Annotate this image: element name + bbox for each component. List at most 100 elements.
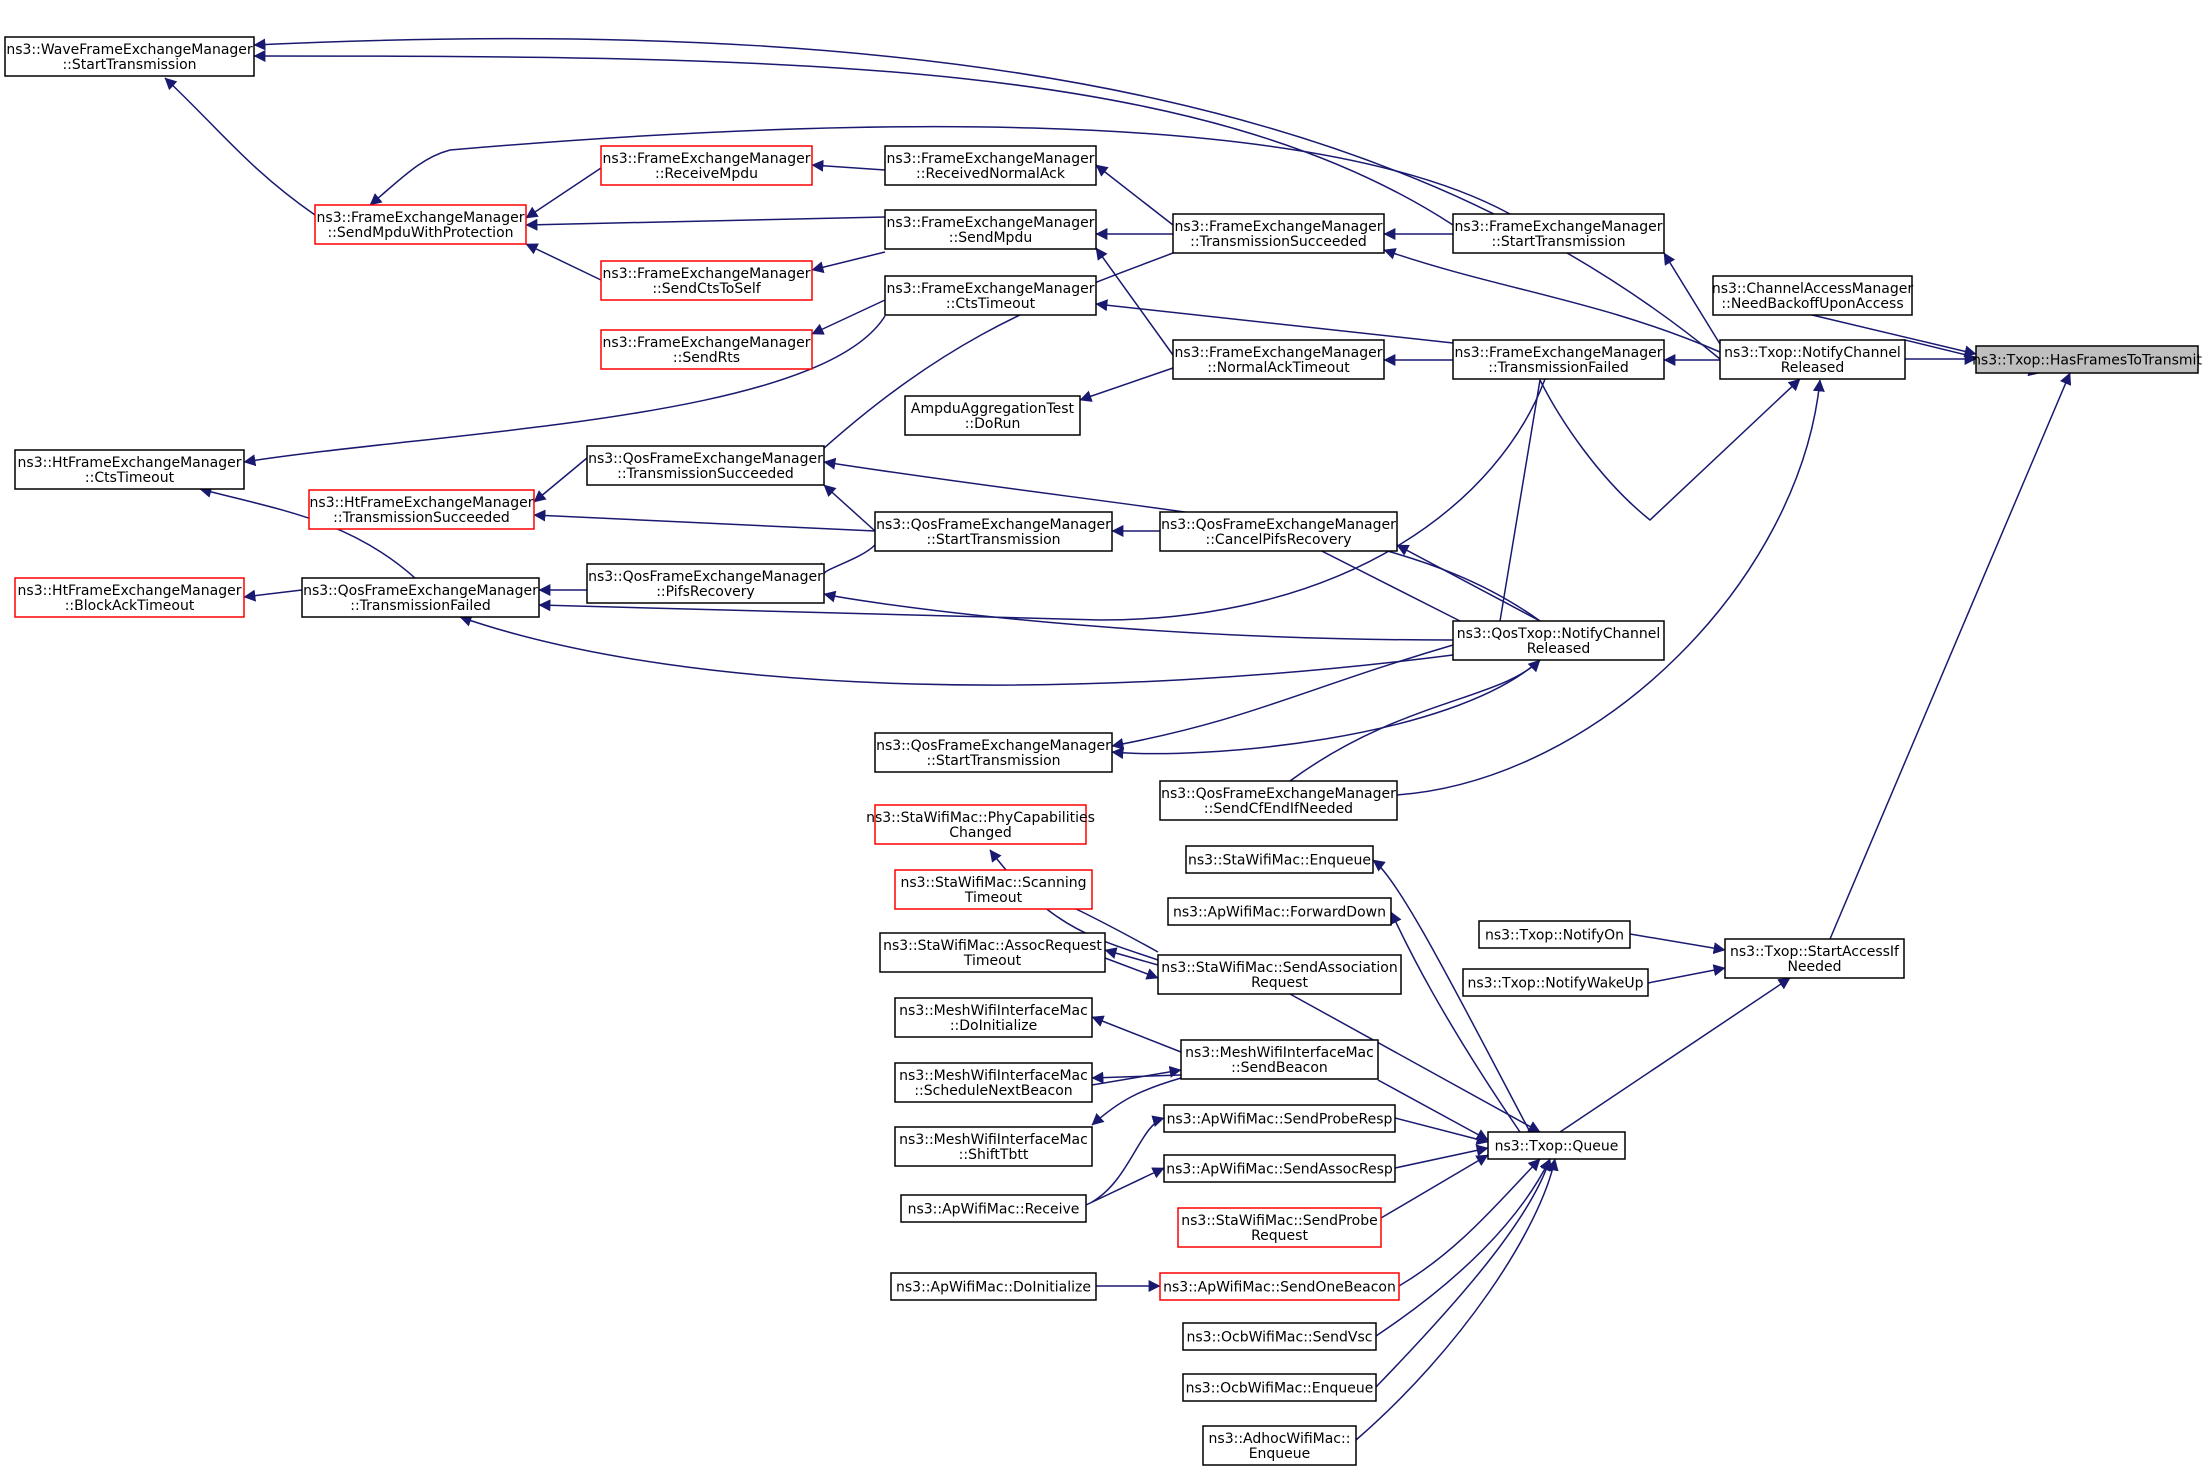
node-fem-ctsto[interactable]: ns3::FrameExchangeManager::CtsTimeout — [884, 275, 1097, 316]
node-qos-tfail[interactable]: ns3::QosFrameExchangeManager::Transmissi… — [301, 577, 540, 618]
node-box[interactable] — [1180, 1039, 1379, 1080]
node-mesh-shift[interactable]: ns3::MeshWifiInterfaceMac::ShiftTbtt — [894, 1126, 1093, 1167]
node-box[interactable] — [1452, 339, 1665, 380]
node-ap-sassoc[interactable]: ns3::ApWifiMac::SendAssocResp — [1163, 1154, 1396, 1183]
node-box[interactable] — [1478, 920, 1631, 949]
node-box[interactable] — [1202, 1425, 1357, 1466]
node-ht-bato[interactable]: ns3::HtFrameExchangeManager::BlockAckTim… — [14, 577, 245, 618]
node-txop-non[interactable]: ns3::Txop::NotifyOn — [1478, 920, 1631, 949]
node-qos-pifs[interactable]: ns3::QosFrameExchangeManager::PifsRecove… — [586, 563, 825, 604]
node-ht-tsucc[interactable]: ns3::HtFrameExchangeManager::Transmissio… — [308, 489, 535, 530]
node-box[interactable] — [884, 209, 1097, 250]
node-fem-scts[interactable]: ns3::FrameExchangeManager::SendCtsToSelf — [600, 260, 813, 301]
node-box[interactable] — [884, 275, 1097, 316]
node-box[interactable] — [900, 1194, 1087, 1223]
node-box[interactable] — [1163, 1104, 1396, 1133]
node-box[interactable] — [14, 449, 245, 490]
node-mesh-sendbeacon[interactable]: ns3::MeshWifiInterfaceMac::SendBeacon — [1180, 1039, 1379, 1080]
node-box[interactable] — [586, 563, 825, 604]
node-box[interactable] — [1487, 1131, 1626, 1160]
node-txop-nwu[interactable]: ns3::Txop::NotifyWakeUp — [1462, 968, 1649, 997]
node-qos-cancel[interactable]: ns3::QosFrameExchangeManager::CancelPifs… — [1159, 511, 1398, 552]
node-ocb-svsc[interactable]: ns3::OcbWifiMac::SendVsc — [1182, 1322, 1377, 1351]
node-ap-sonebeacon[interactable]: ns3::ApWifiMac::SendOneBeacon — [1159, 1272, 1400, 1301]
node-box[interactable] — [1157, 954, 1402, 995]
node-box[interactable] — [904, 395, 1081, 436]
node-box[interactable] — [1719, 339, 1906, 380]
node-qos-tsucc[interactable]: ns3::QosFrameExchangeManager::Transmissi… — [586, 445, 825, 486]
node-ht-ctsto[interactable]: ns3::HtFrameExchangeManager::CtsTimeout — [14, 449, 245, 490]
node-qos-st2[interactable]: ns3::QosFrameExchangeManager::StartTrans… — [874, 732, 1113, 773]
node-qos-st1[interactable]: ns3::QosFrameExchangeManager::StartTrans… — [874, 511, 1113, 552]
node-box[interactable] — [874, 732, 1113, 773]
node-fem-st[interactable]: ns3::FrameExchangeManager::StartTransmis… — [1452, 213, 1665, 254]
node-box[interactable] — [301, 577, 540, 618]
node-box[interactable] — [4, 36, 255, 77]
node-box[interactable] — [1185, 845, 1374, 874]
node-mesh-snb[interactable]: ns3::MeshWifiInterfaceMac::ScheduleNextB… — [894, 1062, 1093, 1103]
node-cam-nbua[interactable]: ns3::ChannelAccessManager::NeedBackoffUp… — [1712, 275, 1914, 316]
node-mesh-doinit[interactable]: ns3::MeshWifiInterfaceMac::DoInitialize — [894, 997, 1093, 1038]
node-box[interactable] — [890, 1272, 1097, 1301]
node-ocb-enqueue[interactable]: ns3::OcbWifiMac::Enqueue — [1182, 1373, 1377, 1402]
node-fem-smpdu[interactable]: ns3::FrameExchangeManager::SendMpdu — [884, 209, 1097, 250]
node-fem-tfail[interactable]: ns3::FrameExchangeManager::TransmissionF… — [1452, 339, 1665, 380]
node-ampdu-dorun[interactable]: AmpduAggregationTest::DoRun — [904, 395, 1081, 436]
node-box[interactable] — [894, 997, 1093, 1038]
node-box[interactable] — [600, 329, 813, 370]
node-sta-enqueue[interactable]: ns3::StaWifiMac::Enqueue — [1185, 845, 1374, 874]
node-box[interactable] — [884, 145, 1097, 186]
node-txop-queue[interactable]: ns3::Txop::Queue — [1487, 1131, 1626, 1160]
node-fem-rnack[interactable]: ns3::FrameExchangeManager::ReceivedNorma… — [884, 145, 1097, 186]
node-box[interactable] — [894, 869, 1093, 910]
node-box[interactable] — [1172, 339, 1385, 380]
node-fem-smpduprot[interactable]: ns3::FrameExchangeManager::SendMpduWithP… — [314, 204, 527, 245]
node-ap-doinit[interactable]: ns3::ApWifiMac::DoInitialize — [890, 1272, 1097, 1301]
node-fem-rmpdu[interactable]: ns3::FrameExchangeManager::ReceiveMpdu — [600, 145, 813, 186]
node-fem-nackto[interactable]: ns3::FrameExchangeManager::NormalAckTime… — [1172, 339, 1385, 380]
node-box[interactable] — [894, 1126, 1093, 1167]
node-wave-st[interactable]: ns3::WaveFrameExchangeManager::StartTran… — [4, 36, 255, 77]
node-qos-scfend[interactable]: ns3::QosFrameExchangeManager::SendCfEndI… — [1159, 780, 1398, 821]
node-box[interactable] — [314, 204, 527, 245]
node-box[interactable] — [308, 489, 535, 530]
node-box[interactable] — [879, 932, 1106, 973]
node-box[interactable] — [586, 445, 825, 486]
node-box[interactable] — [1172, 213, 1385, 254]
node-box[interactable] — [1159, 780, 1398, 821]
node-box[interactable] — [1712, 275, 1913, 316]
node-box[interactable] — [1163, 1154, 1396, 1183]
node-box[interactable] — [1182, 1373, 1377, 1402]
node-box[interactable] — [1724, 938, 1905, 979]
node-box[interactable] — [14, 577, 245, 618]
node-ap-fwd[interactable]: ns3::ApWifiMac::ForwardDown — [1167, 897, 1392, 926]
node-box[interactable] — [1182, 1322, 1377, 1351]
node-box[interactable] — [600, 260, 813, 301]
node-box[interactable] — [600, 145, 813, 186]
node-adhoc-enqueue[interactable]: ns3::AdhocWifiMac::Enqueue — [1202, 1425, 1357, 1466]
node-box[interactable] — [1159, 1272, 1400, 1301]
node-box[interactable] — [1167, 897, 1392, 926]
node-txop-hftt[interactable]: ns3::Txop::HasFramesToTransmit — [1972, 345, 2202, 374]
node-fem-srts[interactable]: ns3::FrameExchangeManager::SendRts — [600, 329, 813, 370]
node-fem-tsucc[interactable]: ns3::FrameExchangeManager::TransmissionS… — [1172, 213, 1385, 254]
node-ap-receive[interactable]: ns3::ApWifiMac::Receive — [900, 1194, 1087, 1223]
node-ap-sprobe[interactable]: ns3::ApWifiMac::SendProbeResp — [1163, 1104, 1396, 1133]
node-box[interactable] — [874, 804, 1087, 845]
node-box[interactable] — [1452, 620, 1665, 661]
node-box[interactable] — [1159, 511, 1398, 552]
node-box[interactable] — [1177, 1207, 1382, 1248]
node-box[interactable] — [1452, 213, 1665, 254]
node-box[interactable] — [1462, 968, 1649, 997]
node-box[interactable] — [894, 1062, 1093, 1103]
node-box[interactable] — [1975, 345, 2199, 374]
node-box[interactable] — [874, 511, 1113, 552]
